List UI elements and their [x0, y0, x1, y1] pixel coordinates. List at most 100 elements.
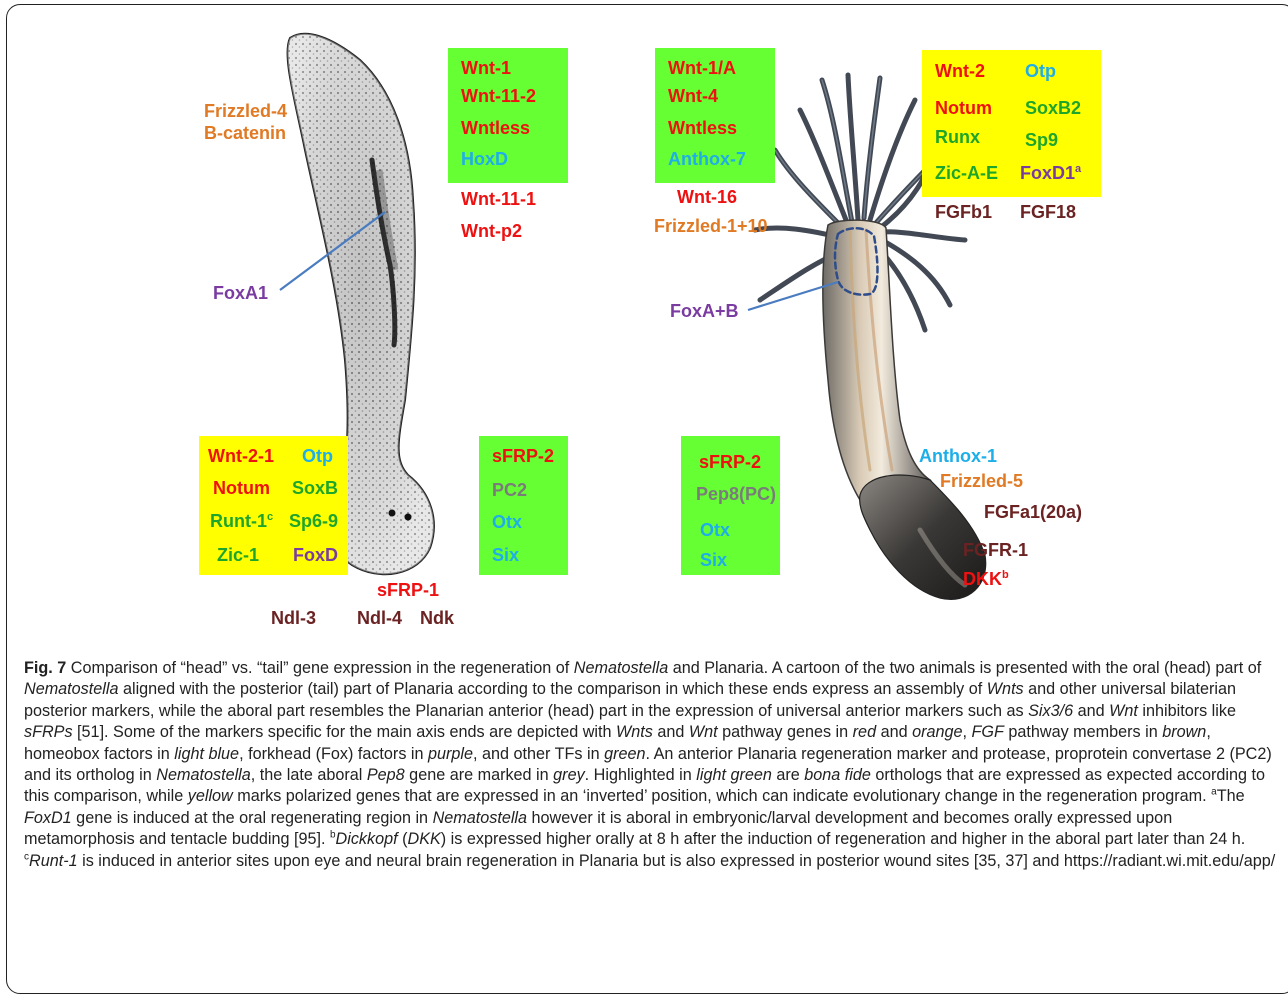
gene-label: Wntless [668, 118, 737, 138]
gene-label: Zic-1 [217, 545, 259, 565]
caption-text: Wnt [1109, 702, 1138, 720]
gene-label: Wnt-4 [668, 86, 718, 106]
caption-text: and [1073, 702, 1109, 720]
caption-text: orange [912, 723, 962, 741]
gene-label: Pep8(PC) [696, 484, 776, 504]
caption-text: Nematostella [24, 680, 118, 698]
caption-text: FGF [972, 723, 1004, 741]
gene-label: Sp9 [1025, 130, 1058, 150]
caption-text: aligned with the posterior (tail) part o… [118, 680, 986, 698]
gene-label: Otp [1025, 61, 1056, 81]
caption-text: The [1217, 787, 1245, 805]
caption-text: gene is induced at the oral regenerating… [72, 809, 433, 827]
caption-text: is induced in anterior sites upon eye an… [78, 852, 1276, 870]
caption-text: pathway genes in [718, 723, 853, 741]
gene-label: Otx [700, 520, 730, 540]
gene-label: FGF18 [1020, 202, 1076, 222]
gene-label: Wnt-1/A [668, 58, 736, 78]
caption-text: DKK [408, 830, 441, 848]
gene-label: sFRP-1 [377, 580, 439, 600]
svg-text:Runt-1c: Runt-1c [210, 511, 273, 531]
gene-label: Notum [935, 98, 992, 118]
caption-text: Comparison of “head” vs. “tail” gene exp… [66, 659, 573, 677]
caption-text: , forkhead (Fox) factors in [239, 745, 428, 763]
caption-text: green [604, 745, 645, 763]
caption-text: light green [696, 766, 772, 784]
gene-label: Wnt-11-2 [461, 86, 536, 106]
gene-label: Otp [302, 446, 333, 466]
gene-label: FGFb1 [935, 202, 992, 222]
footnote-marker: b [1002, 569, 1009, 581]
caption-text: Nematostella [156, 766, 250, 784]
gene-label: Ndl-3 [271, 608, 316, 628]
gene-label: HoxD [461, 149, 508, 169]
caption-text: pathway members in [1004, 723, 1162, 741]
planaria-label: B-catenin [204, 123, 286, 143]
caption-text: brown [1162, 723, 1206, 741]
caption-text: and [653, 723, 689, 741]
planaria-label: Frizzled-4 [204, 101, 287, 121]
gene-label: Wnt-16 [677, 187, 737, 207]
gene-label: sFRP-2 [699, 452, 761, 472]
gene-label: Sp6-9 [289, 511, 338, 531]
caption-text: gene are marked in [405, 766, 553, 784]
caption-text: ( [398, 830, 408, 848]
caption-text: Pep8 [367, 766, 405, 784]
gene-label: Six [492, 545, 519, 565]
caption-text: FoxD1 [24, 809, 72, 827]
caption-text: red [853, 723, 876, 741]
gene-label: Otx [492, 512, 522, 532]
footnote-marker: a [1075, 163, 1082, 175]
gene-label: Wnt-11-1 [461, 189, 536, 209]
gene-label: FoxD [293, 545, 338, 565]
caption-text: are [772, 766, 804, 784]
caption-text: purple [428, 745, 473, 763]
planaria-eye-icon [389, 510, 396, 517]
caption-text: [51]. Some of the markers specific for t… [73, 723, 616, 741]
caption-text: and Planaria. A cartoon of the two anima… [668, 659, 1261, 677]
gene-label: Frizzled-1+10 [654, 216, 768, 236]
caption-text: and [876, 723, 912, 741]
figure-number: Fig. 7 [24, 659, 66, 677]
caption-text: . Highlighted in [585, 766, 697, 784]
caption-text: inhibitors like [1138, 702, 1236, 720]
gene-label: Wnt-2-1 [208, 446, 274, 466]
caption-text: Wnts [987, 680, 1024, 698]
gene-label: Anthox-7 [668, 149, 746, 169]
svg-text:FoxD1a: FoxD1a [1020, 163, 1082, 183]
caption-text: Nematostella [574, 659, 668, 677]
gene-label: Wnt-2 [935, 61, 985, 81]
gene-label: Ndl-4 [357, 608, 402, 628]
planaria-label: FoxA1 [213, 283, 268, 303]
svg-text:DKKb: DKKb [963, 569, 1009, 589]
caption-text: , [963, 723, 972, 741]
gene-label: Wnt-1 [461, 58, 511, 78]
gene-label: Six [700, 550, 727, 570]
caption-text: Nematostella [433, 809, 527, 827]
gene-label: Notum [213, 478, 270, 498]
gene-label: Anthox-1 [919, 446, 997, 466]
caption-text: yellow [188, 787, 233, 805]
gene-label: Runx [935, 127, 980, 147]
gene-label: SoxB2 [1025, 98, 1081, 118]
footnote-marker: c [267, 511, 273, 523]
caption-text: marks polarized genes that are expressed… [233, 787, 1211, 805]
caption-text: bona fide [804, 766, 871, 784]
gene-label: Runt-1 [210, 511, 267, 531]
caption-text: , and other TFs in [473, 745, 604, 763]
gene-label: Wnt-p2 [461, 221, 522, 241]
gene-label: FoxD1 [1020, 163, 1075, 183]
caption-text: Dickkopf [336, 830, 398, 848]
caption-text: sFRPs [24, 723, 73, 741]
gene-label: PC2 [492, 480, 527, 500]
caption-text: Runt-1 [29, 852, 78, 870]
gene-label: SoxB [292, 478, 338, 498]
caption-text: , the late aboral [251, 766, 367, 784]
nematostella-label: FoxA+B [670, 301, 739, 321]
gene-label: sFRP-2 [492, 446, 554, 466]
figure-caption: Fig. 7 Comparison of “head” vs. “tail” g… [24, 658, 1286, 872]
gene-label: FGFa1(20a) [984, 502, 1082, 522]
caption-text: Six3/6 [1028, 702, 1073, 720]
caption-text: light blue [174, 745, 239, 763]
gene-label: FGFR-1 [963, 540, 1028, 560]
